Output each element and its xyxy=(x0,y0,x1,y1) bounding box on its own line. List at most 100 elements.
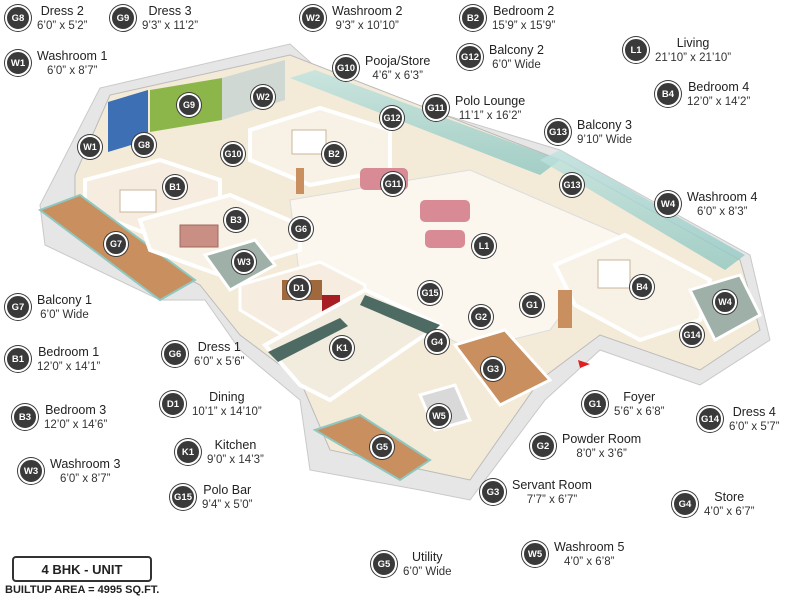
legend-bedroom-2: B2 Bedroom 2 15’9” x 15’9” xyxy=(460,4,555,34)
bedroom-3-bed xyxy=(179,224,219,248)
plan-pin-w2: W2 xyxy=(251,85,275,109)
legend-code: G2 xyxy=(530,433,556,459)
room-name: Dress 2 xyxy=(40,4,84,18)
room-size: 12’0” x 14’1” xyxy=(37,361,101,373)
plan-pin-g3: G3 xyxy=(481,357,505,381)
plan-pin-l1: L1 xyxy=(472,234,496,258)
room-name: Bedroom 2 xyxy=(493,4,555,18)
plan-pin-g1: G1 xyxy=(520,293,544,317)
legend-code: G11 xyxy=(423,95,449,121)
legend-code: G1 xyxy=(582,391,608,417)
room-name: Kitchen xyxy=(214,438,257,452)
legend-code: W5 xyxy=(522,541,548,567)
legend-code: G10 xyxy=(333,55,359,81)
room-size: 6’0” Wide xyxy=(403,566,452,578)
legend-code: B3 xyxy=(12,404,38,430)
plan-pin-w1: W1 xyxy=(78,135,102,159)
room-name: Washroom 3 xyxy=(50,457,121,471)
room-size: 9’0” x 14’3” xyxy=(207,454,264,466)
legend-code: G7 xyxy=(5,294,31,320)
room-size: 4’6” x 6’3” xyxy=(372,70,423,82)
legend-code: B2 xyxy=(460,5,486,31)
legend-code: G5 xyxy=(371,551,397,577)
room-name: Dress 3 xyxy=(148,4,192,18)
legend-code: G4 xyxy=(672,491,698,517)
plan-pin-g9: G9 xyxy=(177,93,201,117)
room-name: Living xyxy=(676,36,710,50)
room-name: Washroom 5 xyxy=(554,540,625,554)
room-name: Bedroom 4 xyxy=(688,80,750,94)
legend-code: W3 xyxy=(18,458,44,484)
room-size: 6’0” Wide xyxy=(492,59,541,71)
room-size: 9’3” x 11’2” xyxy=(142,20,199,32)
room-name: Dining xyxy=(209,390,245,404)
bedroom-2-bed xyxy=(291,129,327,155)
room-size: 12’0” x 14’6” xyxy=(44,419,108,431)
legend-code: W1 xyxy=(5,50,31,76)
legend-code: W2 xyxy=(300,5,326,31)
plan-pin-w3: W3 xyxy=(232,250,256,274)
plan-pin-g15: G15 xyxy=(418,281,442,305)
kitchen-counter xyxy=(268,318,348,362)
legend-code: B4 xyxy=(655,81,681,107)
balcony-2-glass xyxy=(290,70,560,175)
living-sofa-2 xyxy=(425,230,465,248)
room-size: 9’4” x 5’0” xyxy=(202,499,253,511)
legend-code: D1 xyxy=(160,391,186,417)
room-name: Washroom 1 xyxy=(37,49,108,63)
legend-dining: D1 Dining 10’1” x 14’10” xyxy=(160,390,262,420)
room-name: Dress 4 xyxy=(732,405,776,419)
room-size: 15’9” x 15’9” xyxy=(492,20,556,32)
kitchen-counter-2 xyxy=(360,295,440,335)
legend-washroom-5: W5 Washroom 5 4’0” x 6’8” xyxy=(522,540,624,570)
legend-code: G9 xyxy=(110,5,136,31)
legend-washroom-3: W3 Washroom 3 6’0” x 8’7” xyxy=(18,457,120,487)
room-name: Washroom 2 xyxy=(332,4,403,18)
room-size: 6’0” x 8’7” xyxy=(59,473,111,485)
plan-pin-g6: G6 xyxy=(289,217,313,241)
legend-code: K1 xyxy=(175,439,201,465)
legend-code: W4 xyxy=(655,191,681,217)
plan-pin-b2: B2 xyxy=(322,142,346,166)
room-size: 6’0” x 5’7” xyxy=(729,421,780,433)
room-size: 4’0” x 6’8” xyxy=(563,556,615,568)
plan-pin-g4: G4 xyxy=(425,330,449,354)
plan-pin-d1: D1 xyxy=(287,276,311,300)
legend-code: G12 xyxy=(457,44,483,70)
room-name: Pooja/Store xyxy=(365,54,431,68)
room-name: Foyer xyxy=(623,390,656,404)
room-size: 12’0” x 14’2” xyxy=(687,96,751,108)
entry-marker xyxy=(578,360,590,368)
legend-code: G3 xyxy=(480,479,506,505)
plan-pin-k1: K1 xyxy=(330,336,354,360)
plan-pin-g10: G10 xyxy=(221,142,245,166)
plan-pin-g13: G13 xyxy=(560,173,584,197)
room-name: Utility xyxy=(412,550,443,564)
living-sofa xyxy=(420,200,470,222)
foyer-door xyxy=(558,290,572,328)
plan-pin-g11: G11 xyxy=(381,172,405,196)
plan-pin-w5: W5 xyxy=(427,404,451,428)
legend-pooja-store: G10 Pooja/Store 4’6” x 6’3” xyxy=(333,54,430,84)
bedroom-1-bed xyxy=(119,189,157,213)
legend-utility: G5 Utility 6’0” Wide xyxy=(371,550,452,580)
legend-code: G14 xyxy=(697,406,723,432)
room-size: 6’0” x 8’3” xyxy=(696,206,748,218)
legend-code: B1 xyxy=(5,346,31,372)
unit-label: 4 BHK - UNIT xyxy=(12,556,152,582)
room-size: 10’1” x 14’10” xyxy=(192,406,262,418)
